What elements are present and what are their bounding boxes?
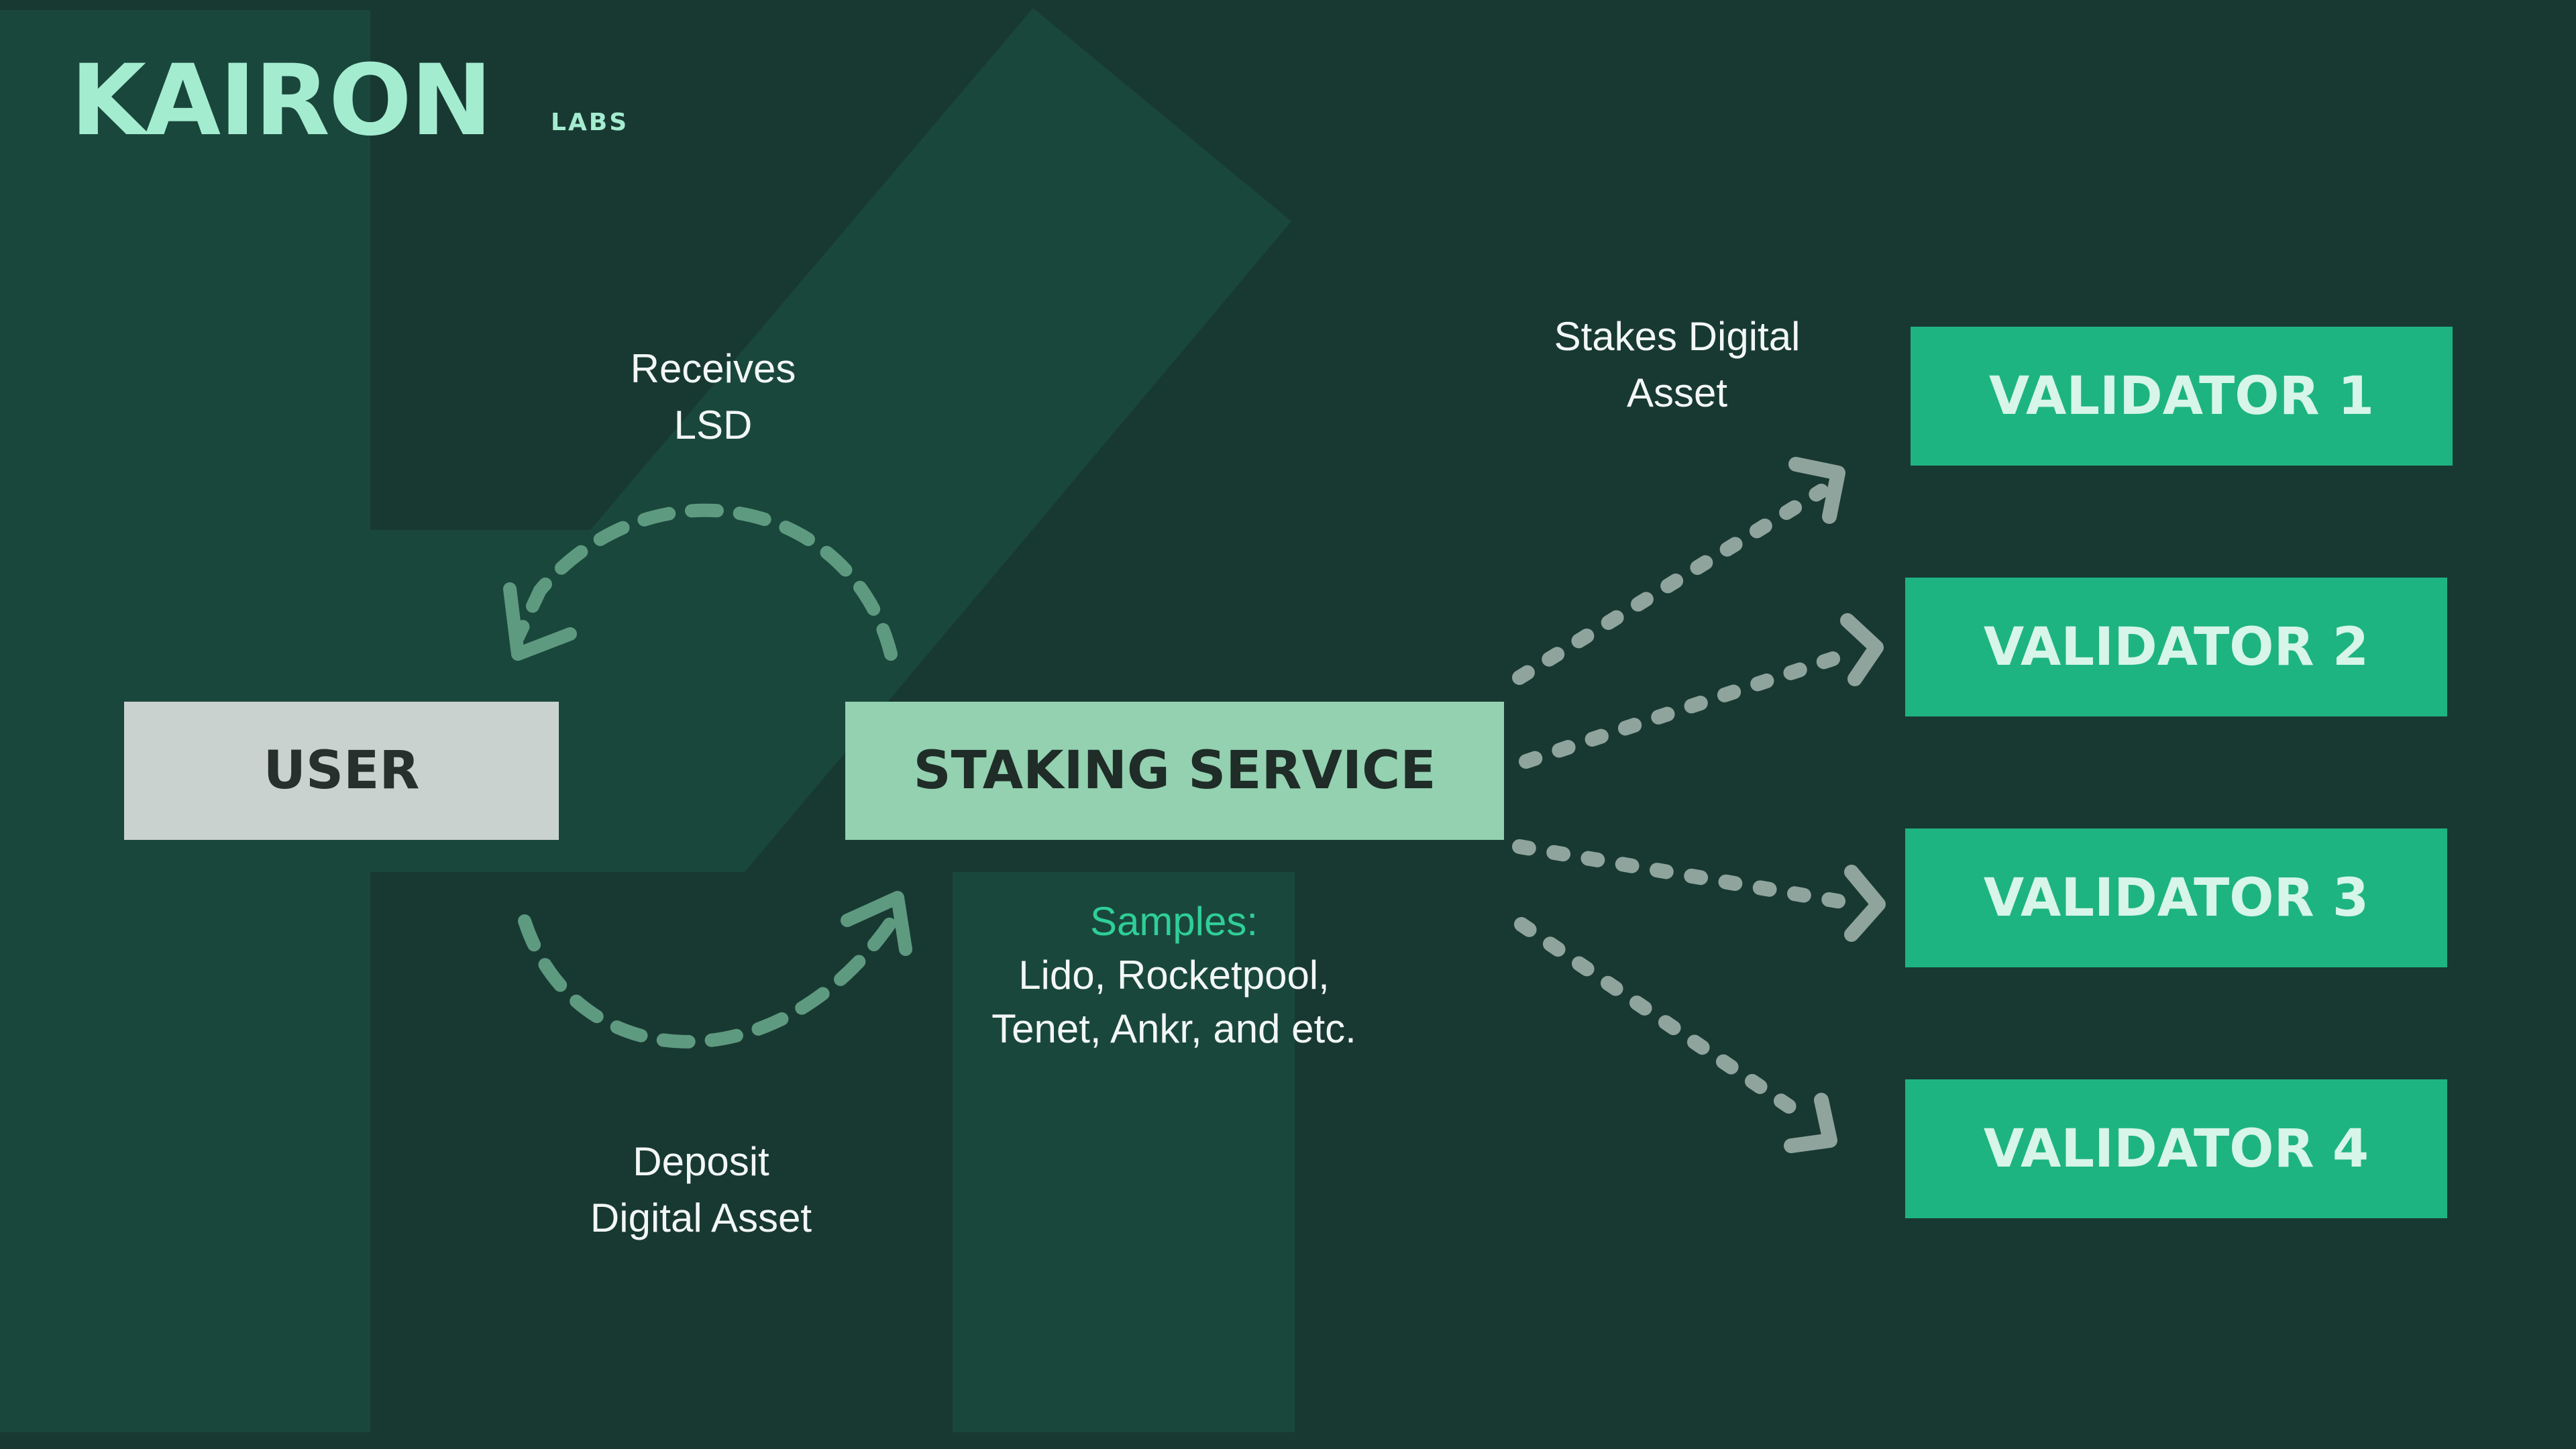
validator-1-box: VALIDATOR 1: [1911, 327, 2453, 466]
staking-service-box: STAKING SERVICE: [845, 702, 1504, 840]
validator-2-box: VALIDATOR 2: [1905, 578, 2447, 716]
validator-3-box: VALIDATOR 3: [1905, 828, 2447, 967]
samples-line-1: Lido, Rocketpool,: [1018, 953, 1330, 998]
user-box: USER: [124, 702, 559, 840]
stakes-digital-asset-label: Stakes Digital Asset: [1496, 309, 1858, 421]
stakes-label-line-1: Stakes Digital: [1554, 314, 1801, 359]
receives-lsd-label: Receives LSD: [579, 341, 847, 453]
logo-sub-label: LABS: [551, 109, 629, 136]
deposit-label-line-2: Digital Asset: [590, 1195, 812, 1240]
stakes-label-line-2: Asset: [1626, 370, 1728, 415]
watermark-bottom-bar: [953, 872, 1295, 1432]
receives-label-line-2: LSD: [674, 402, 753, 447]
kairon-labs-logo: KAIRON LABS: [70, 44, 647, 158]
samples-note: Samples: Lido, Rocketpool, Tenet, Ankr, …: [926, 895, 1422, 1056]
deposit-label-line-1: Deposit: [633, 1139, 769, 1184]
logo-wordmark: KAIRON: [70, 44, 492, 158]
samples-title: Samples:: [1089, 899, 1258, 944]
samples-line-2: Tenet, Ankr, and etc.: [991, 1006, 1356, 1051]
receives-label-line-1: Receives: [630, 346, 796, 391]
validator-4-box: VALIDATOR 4: [1905, 1079, 2447, 1218]
deposit-digital-asset-label: Deposit Digital Asset: [533, 1134, 869, 1246]
